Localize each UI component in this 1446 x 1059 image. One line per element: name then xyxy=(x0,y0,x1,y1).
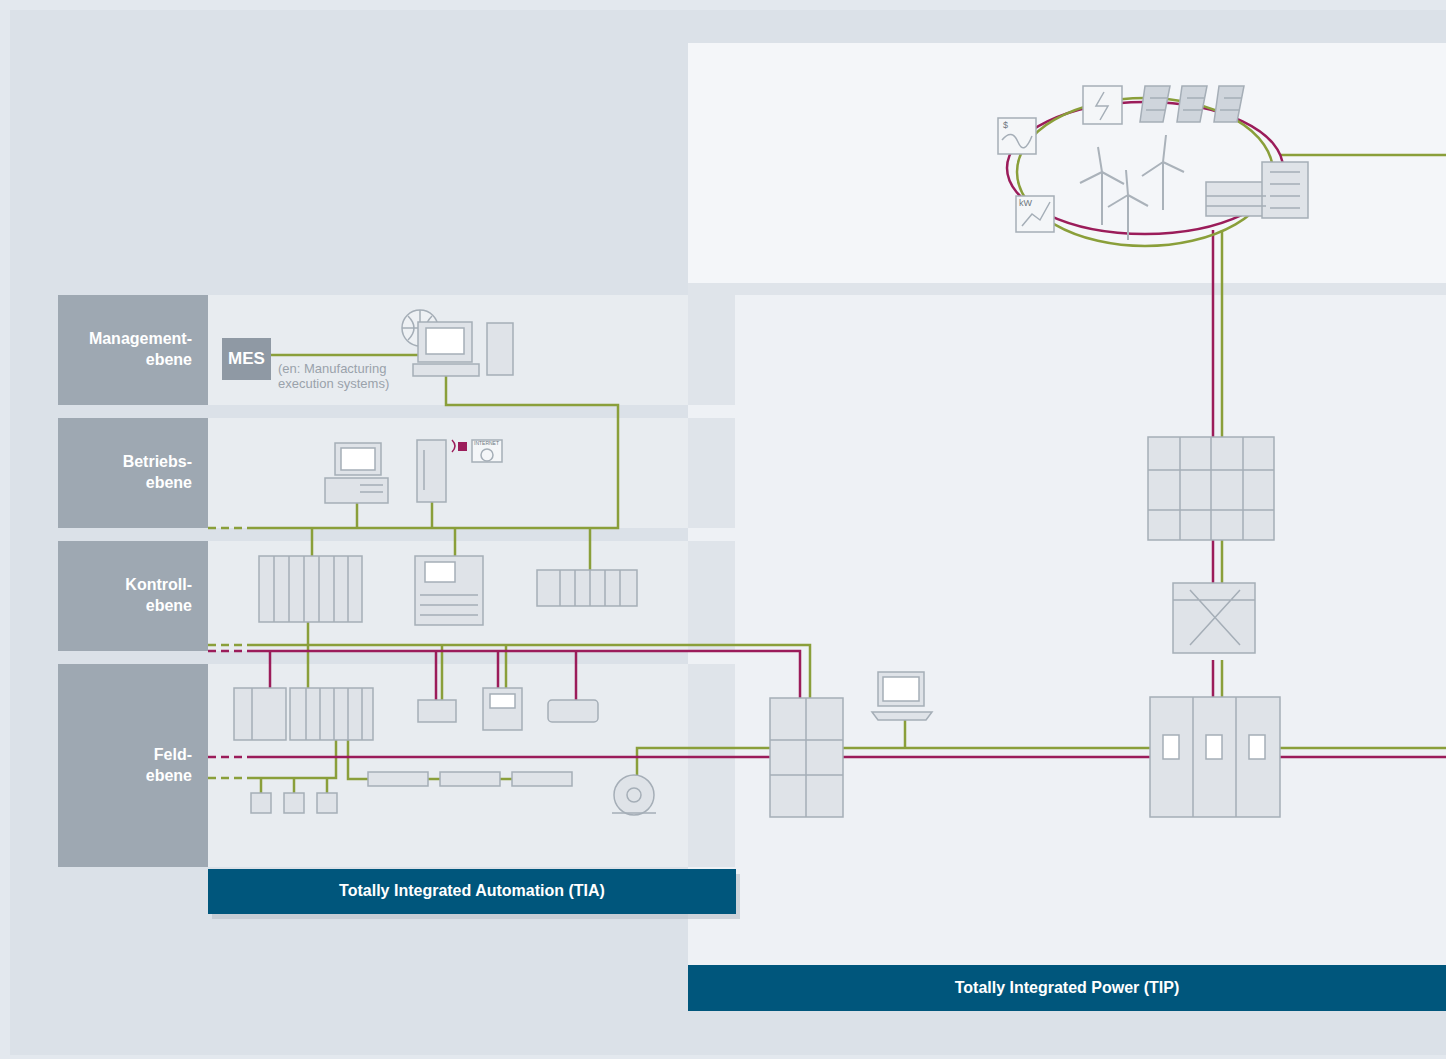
mes-box: MES xyxy=(222,338,271,380)
mes-box-text: MES xyxy=(228,348,265,370)
level-label: Betriebs- ebene xyxy=(58,418,208,528)
level-label: Feld- ebene xyxy=(58,664,208,867)
icon-text: kW xyxy=(1019,198,1039,208)
level-label-text: Kontroll- ebene xyxy=(125,575,192,617)
devices xyxy=(234,86,1308,817)
icon-text: $ xyxy=(1003,120,1015,130)
tip-bar-text: Totally Integrated Power (TIP) xyxy=(955,978,1180,999)
level-label-text: Feld- ebene xyxy=(146,745,192,787)
page-ground xyxy=(10,10,1446,1055)
power-wires xyxy=(208,230,1446,757)
tip-panel xyxy=(688,43,1446,1011)
tip-bar: Totally Integrated Power (TIP) xyxy=(688,965,1446,1011)
energy-panel xyxy=(688,43,1446,283)
level-label: Management- ebene xyxy=(58,295,208,405)
level-label-text: Betriebs- ebene xyxy=(123,452,192,494)
icon-text: INTERNET xyxy=(474,441,502,447)
level-label: Kontroll- ebene xyxy=(58,541,208,651)
mes-note: (en: Manufacturing execution systems) xyxy=(278,362,418,392)
tia-bar: Totally Integrated Automation (TIA) xyxy=(208,869,736,914)
level-label-text: Management- ebene xyxy=(89,329,192,371)
wind-turbines xyxy=(1080,135,1184,240)
tia-bar-text: Totally Integrated Automation (TIA) xyxy=(339,881,605,902)
level-bands xyxy=(208,295,735,867)
panel-gap xyxy=(688,283,1446,295)
